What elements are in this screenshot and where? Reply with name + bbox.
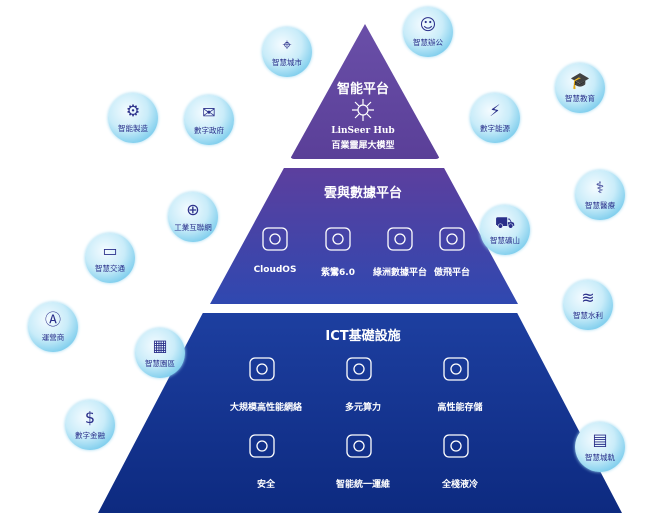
- train-icon: ▤: [592, 430, 608, 449]
- gears-icon: [441, 432, 479, 472]
- building-icon: ▦: [152, 336, 168, 355]
- globe-factory-icon: ⊕: [186, 200, 200, 219]
- bottom-item-label: 全棧液冷: [441, 480, 479, 490]
- scenario-label: 智慧園區: [145, 359, 175, 368]
- water-icon: ≋: [581, 288, 595, 307]
- scenario-label: 運營商: [41, 333, 65, 342]
- scenario-bubble: ≋ 智慧水利: [563, 280, 613, 330]
- linseer-hub-label: LinSeer Hub: [331, 126, 395, 136]
- storage-icon: [441, 355, 479, 395]
- scenario-bubble: 🎓 智慧教育: [555, 63, 605, 113]
- linseer-subtitle: 百業靈犀大模型: [331, 141, 395, 151]
- scenario-bubble: ▦ 智慧園區: [135, 328, 185, 378]
- scenario-label: 數字金融: [75, 431, 105, 440]
- data-graph-icon: [385, 225, 415, 257]
- antenna-icon: Ⓐ: [44, 310, 62, 329]
- processor-icon: [437, 225, 467, 257]
- middle-item-label: 傲飛平台: [433, 268, 471, 278]
- scenario-bubble: ▭ 智慧交通: [85, 233, 135, 283]
- bottom-item-label: 智能統一運維: [335, 480, 391, 490]
- top-tier-title: 智能平台: [336, 82, 390, 97]
- ai-brain-icon: [350, 98, 376, 126]
- energy-icon: ⚡: [489, 101, 501, 120]
- middle-tier-title: 雲與數據平台: [323, 186, 403, 201]
- scenario-label: 智慧交通: [95, 264, 125, 273]
- scenario-bubble: ▤ 智慧城軌: [575, 422, 625, 472]
- bottom-item-label: 多元算力: [344, 403, 382, 413]
- scenario-bubble: ✉ 數字政府: [184, 95, 234, 145]
- scenario-bubble: ⚙ 智能製造: [108, 93, 158, 143]
- scenario-label: 數字政府: [194, 126, 224, 135]
- scenario-label: 智慧城市: [272, 58, 302, 67]
- robot-arm-icon: ⚙: [125, 101, 141, 120]
- middle-item-label: 紫鸞6.0: [321, 268, 355, 278]
- middle-item-label: 綠洲數據平台: [372, 268, 428, 278]
- map-icon: ⌖: [282, 35, 292, 54]
- cloud-chip-icon: [323, 225, 353, 257]
- scenario-bubble: $ 數字金融: [65, 400, 115, 450]
- middle-item-label: CloudOS: [253, 265, 297, 275]
- scenario-label: 智慧礦山: [490, 236, 520, 245]
- graduation-cap-icon: 🎓: [570, 71, 590, 90]
- shield-icon: [247, 432, 285, 472]
- scenario-bubble: ⚡ 數字能源: [470, 93, 520, 143]
- globe-network-icon: [247, 355, 285, 395]
- scenario-bubble: ⛟ 智慧礦山: [480, 205, 530, 255]
- scenario-bubble: ⚕ 智慧醫療: [575, 170, 625, 220]
- scenario-label: 數字能源: [480, 124, 510, 133]
- scenario-label: 工業互聯網: [174, 223, 212, 232]
- cloud-network-icon: [260, 225, 290, 257]
- government-icon: ✉: [202, 103, 216, 122]
- compute-icon: [344, 355, 382, 395]
- scenario-bubble: Ⓐ 運營商: [28, 302, 78, 352]
- truck-icon: ⛟: [494, 213, 516, 232]
- scenario-label: 智慧水利: [573, 311, 603, 320]
- bottom-item-label: 高性能存儲: [437, 403, 483, 413]
- scenario-bubble: ☺ 智慧辦公: [403, 7, 453, 57]
- money-bag-icon: $: [84, 408, 96, 427]
- scenario-bubble: ⊕ 工業互聯網: [168, 192, 218, 242]
- stethoscope-icon: ⚕: [595, 178, 605, 197]
- scenario-label: 智慧城軌: [585, 453, 615, 462]
- bottom-tier-title: ICT基礎設施: [325, 329, 401, 344]
- scenario-label: 智慧教育: [565, 94, 595, 103]
- bus-icon: ▭: [102, 241, 118, 260]
- robot-icon: ☺: [419, 15, 437, 34]
- scenario-label: 智能製造: [118, 124, 148, 133]
- bottom-item-label: 大規模高性能網絡: [229, 403, 303, 413]
- scenario-label: 智慧辦公: [413, 38, 443, 47]
- scenario-label: 智慧醫療: [585, 201, 615, 210]
- scenario-bubble: ⌖ 智慧城市: [262, 27, 312, 77]
- bottom-item-label: 安全: [256, 480, 276, 490]
- cloud-ops-icon: [344, 432, 382, 472]
